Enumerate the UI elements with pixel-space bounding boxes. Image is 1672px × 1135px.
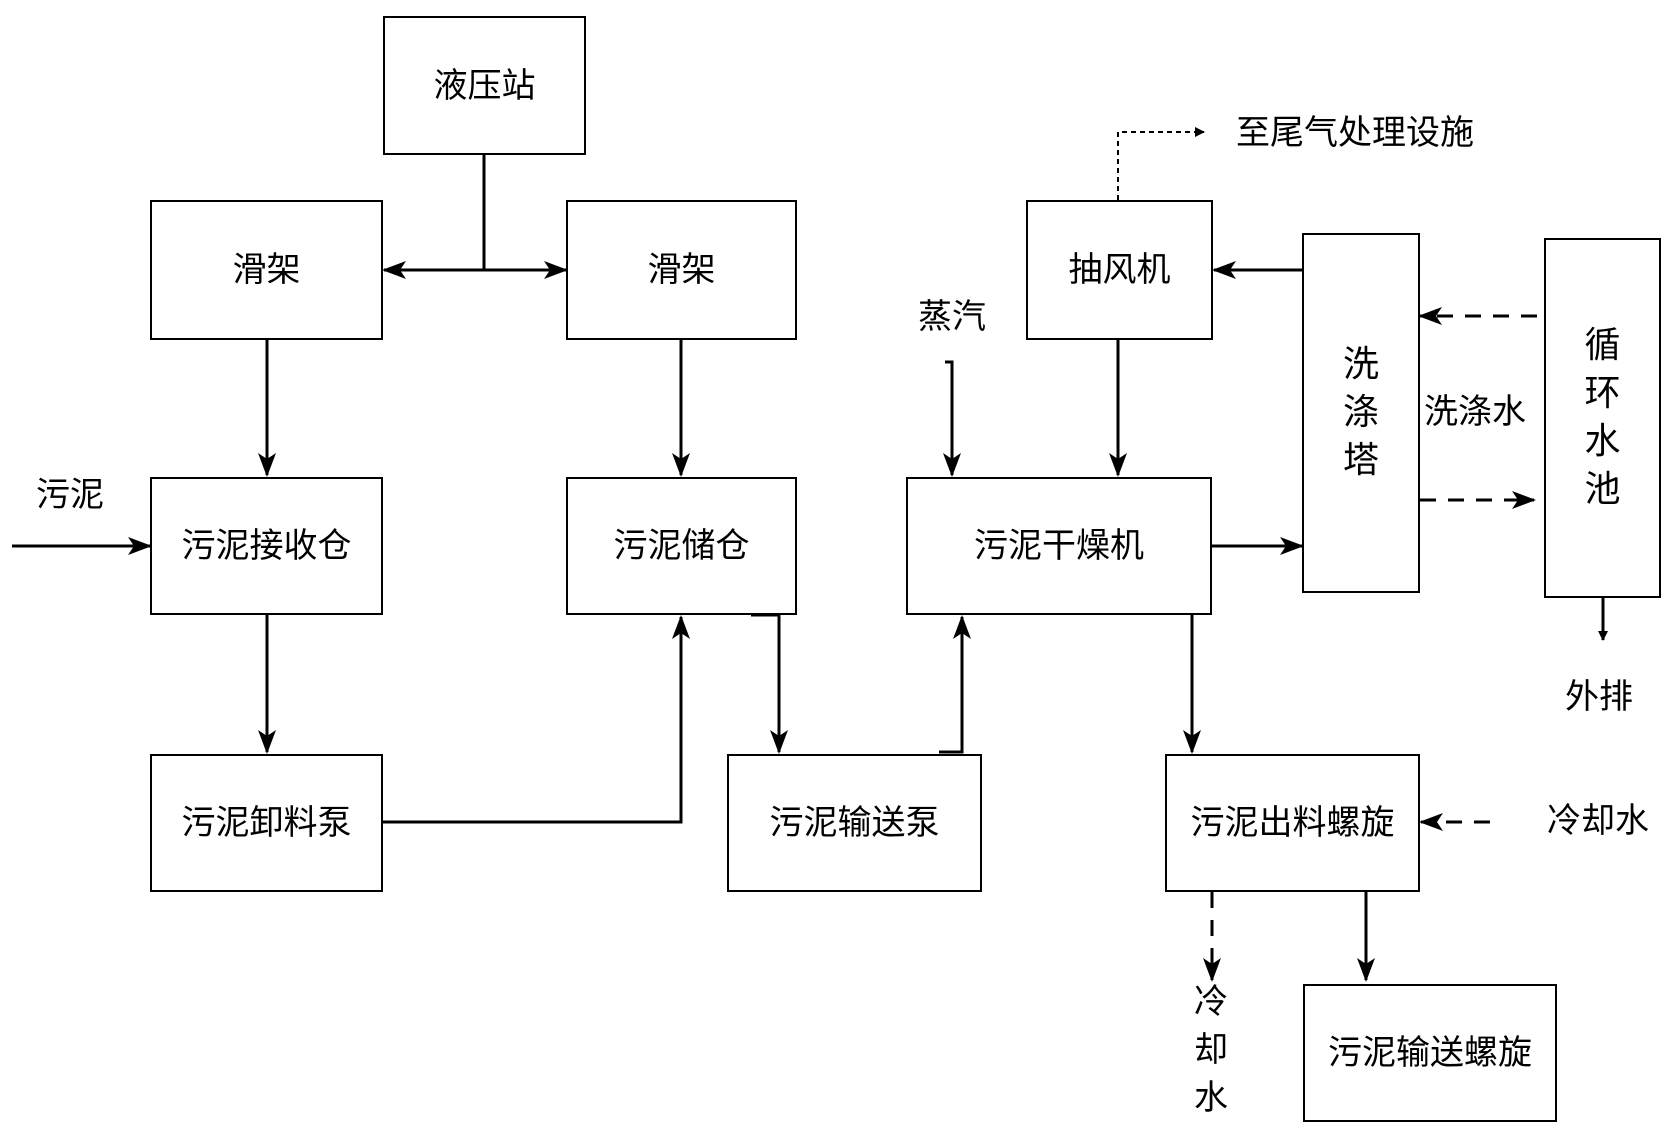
exhaust-fan-box: 抽风机	[1026, 200, 1213, 340]
pool-char-2: 环	[1584, 373, 1621, 414]
cooling-out-char-1: 冷	[1194, 982, 1228, 1022]
sludge-dryer-box: 污泥干燥机	[906, 477, 1212, 615]
cooling-water-in-label: 冷却水	[1547, 801, 1649, 841]
cooling-out-char-3: 水	[1194, 1078, 1228, 1118]
steam-label: 蒸汽	[918, 297, 986, 337]
cooling-water-out-label: 冷 却 水	[1191, 985, 1231, 1129]
hydraulic-station-box: 液压站	[383, 16, 586, 155]
wash-water-label: 洗涤水	[1424, 392, 1526, 432]
sludge-receiving-bin-box: 污泥接收仓	[150, 477, 383, 615]
discharge-to-conveying-screw-arrow	[1357, 888, 1375, 982]
to-exhaust-treatment-label: 至尾气处理设施	[1236, 113, 1474, 153]
right-slide-box: 滑架	[566, 200, 797, 340]
sludge-input-label: 污泥	[36, 475, 104, 515]
left-slide-box: 滑架	[150, 200, 383, 340]
scrubber-char-3: 塔	[1342, 440, 1379, 481]
circulating-water-pool-box: 循 环 水 池	[1544, 238, 1661, 598]
sludge-conveying-screw-box: 污泥输送螺旋	[1303, 984, 1557, 1122]
scrubber-char-1: 洗	[1342, 344, 1379, 385]
sludge-unloading-pump-box: 污泥卸料泵	[150, 754, 383, 892]
pool-char-4: 池	[1584, 469, 1621, 510]
sludge-discharge-screw-box: 污泥出料螺旋	[1165, 754, 1420, 892]
sludge-storage-bin-box: 污泥储仓	[566, 477, 797, 615]
cooling-out-char-2: 却	[1194, 1030, 1228, 1070]
external-discharge-label: 外排	[1565, 677, 1633, 717]
fan-to-exhaust-treatment-dotted-arrow	[1117, 127, 1205, 200]
scrubber-char-2: 涤	[1342, 392, 1379, 433]
pool-char-3: 水	[1584, 421, 1621, 462]
sludge-conveying-pump-box: 污泥输送泵	[727, 754, 982, 892]
pool-char-1: 循	[1584, 325, 1621, 366]
storage-to-conveying-arrow	[751, 613, 788, 754]
unloading-to-storage-arrow	[383, 615, 690, 824]
conveying-to-dryer-arrow	[939, 615, 971, 754]
scrubber-tower-box: 洗 涤 塔	[1302, 233, 1420, 593]
steam-arrow	[943, 360, 961, 477]
